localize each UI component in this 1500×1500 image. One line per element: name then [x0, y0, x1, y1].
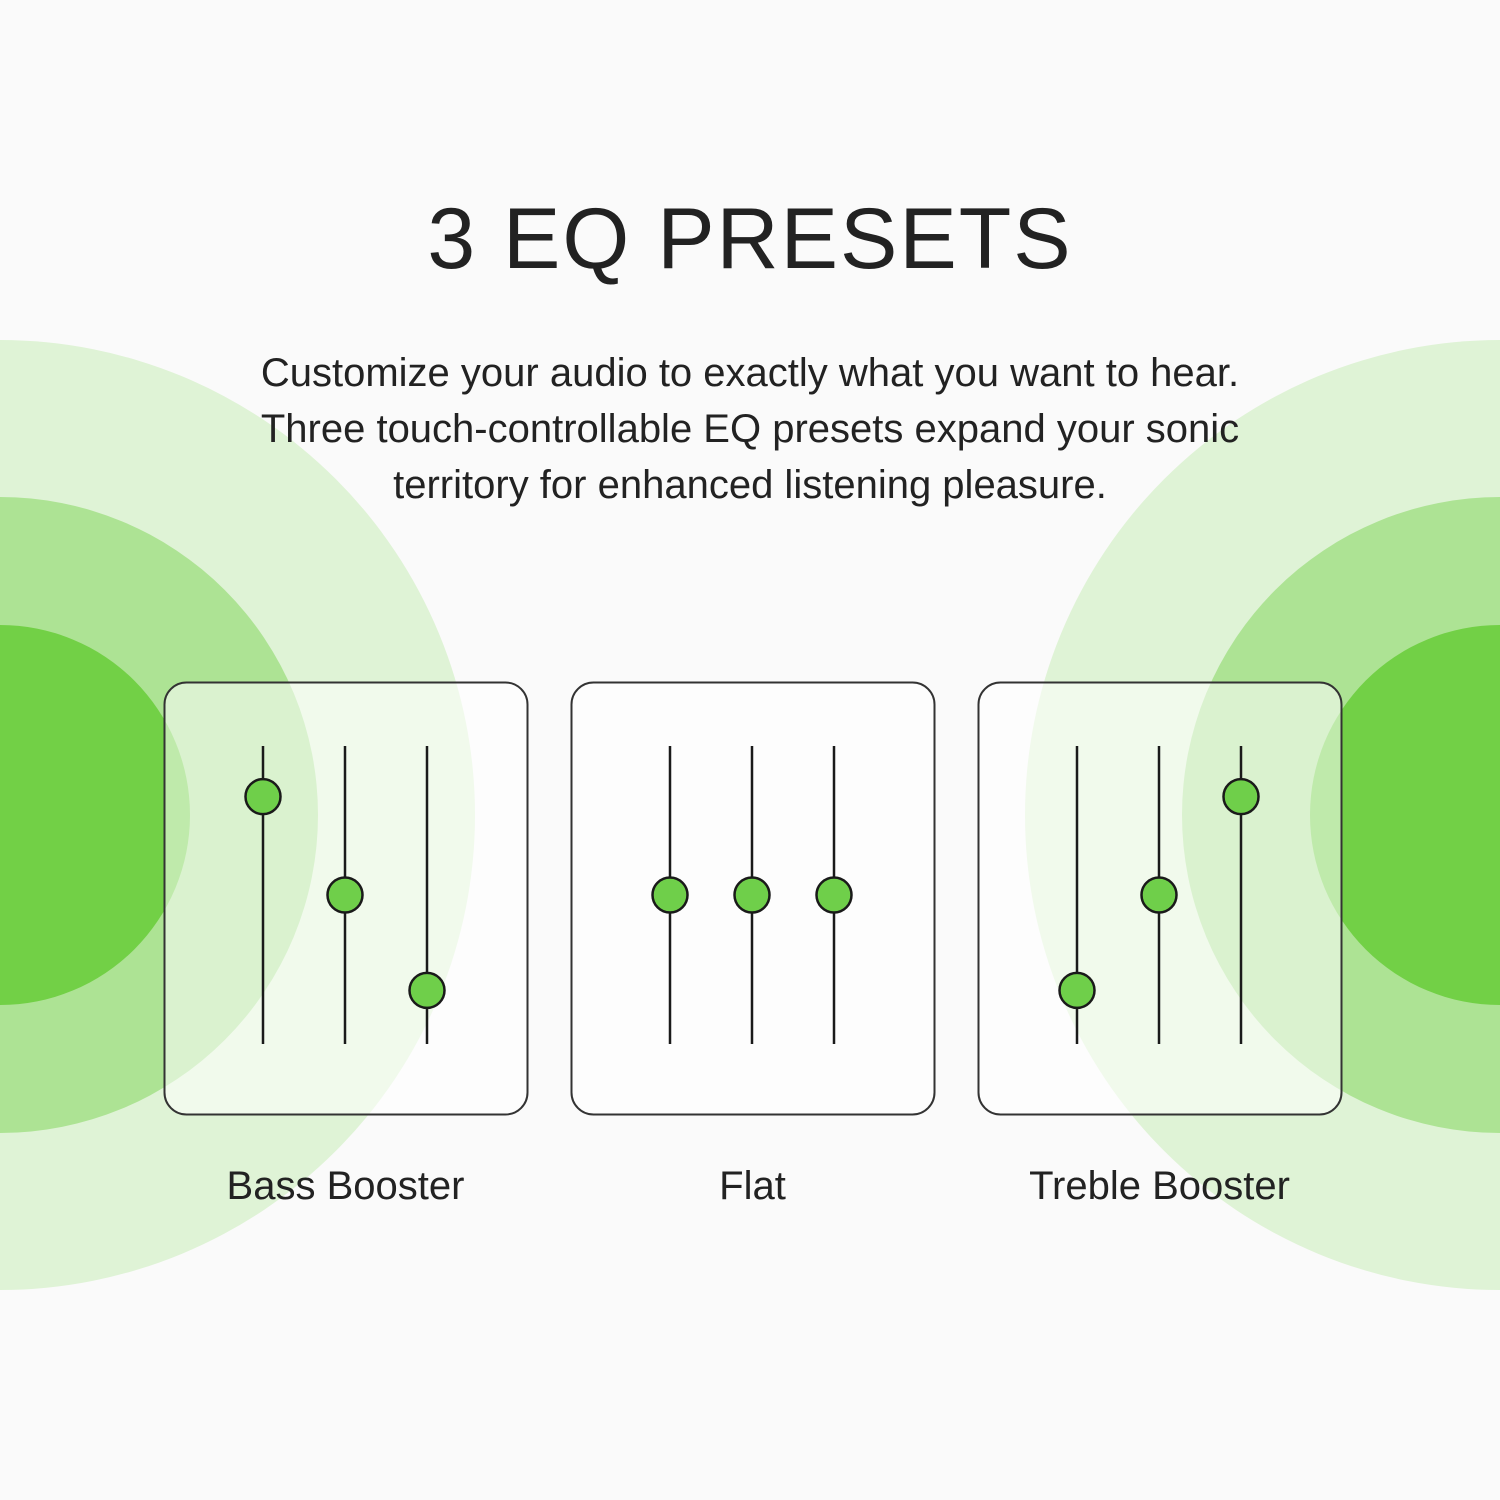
eq-slider-knob [1222, 777, 1260, 816]
preset-card-bass-booster[interactable] [163, 681, 529, 1116]
eq-slider-knob [1058, 971, 1096, 1010]
eq-slider-knob [651, 876, 689, 914]
preset-card-treble-booster[interactable] [977, 681, 1343, 1116]
description-line: Three touch-controllable EQ presets expa… [260, 407, 1240, 451]
preset-label-bass-booster: Bass Booster [226, 1164, 465, 1208]
eq-slider-knob [408, 971, 446, 1010]
description: Customize your audio to exactly what you… [150, 345, 1350, 513]
preset-card-flat[interactable] [570, 681, 936, 1116]
description-line: territory for enhanced listening pleasur… [393, 463, 1107, 507]
eq-slider-knob [733, 876, 771, 914]
left-ring-inner [0, 625, 190, 1005]
preset-label-flat: Flat [719, 1164, 786, 1208]
eq-slider-knob [244, 777, 282, 816]
eq-slider-knob [815, 876, 853, 914]
page-title: 3 EQ PRESETS [427, 191, 1073, 287]
description-line: Customize your audio to exactly what you… [260, 351, 1240, 395]
right-ring-inner [1310, 625, 1500, 1005]
preset-label-treble-booster: Treble Booster [1029, 1164, 1290, 1208]
eq-slider-knob [1140, 876, 1178, 914]
eq-slider-knob [326, 876, 364, 914]
